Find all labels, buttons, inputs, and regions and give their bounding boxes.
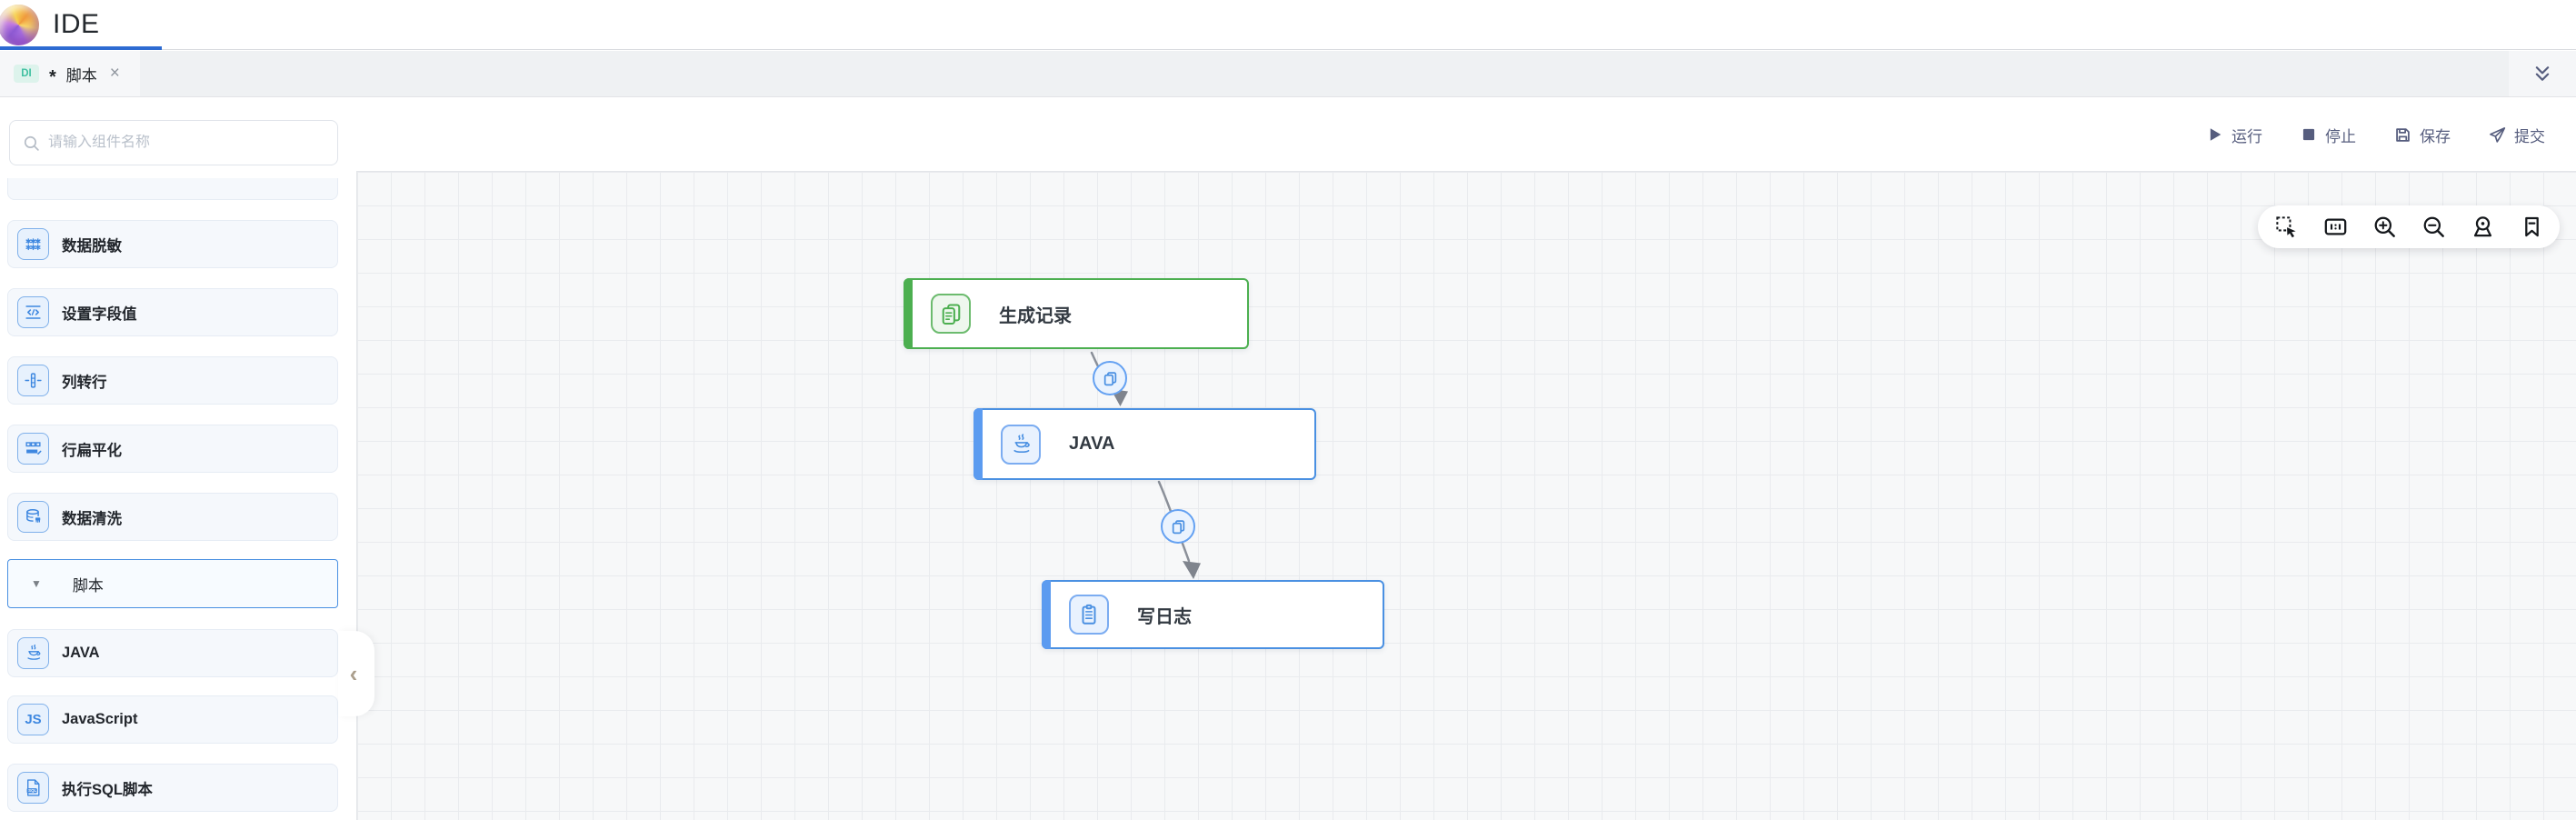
- top-bar: IDE: [0, 0, 2576, 50]
- zoom-reset-1to1-icon: [2324, 218, 2346, 235]
- app-logo-icon: [0, 5, 39, 45]
- submit-label: 提交: [2514, 127, 2545, 145]
- node-label: 写日志: [1137, 606, 1192, 627]
- save-button[interactable]: 保存: [2394, 124, 2451, 146]
- list-item-set-field-value[interactable]: 设置字段值: [7, 288, 338, 336]
- caret-down-icon: ▼: [31, 577, 42, 590]
- zoom-reset-button[interactable]: [2322, 215, 2348, 240]
- zoom-out-button[interactable]: [2421, 215, 2446, 240]
- submit-button[interactable]: 提交: [2489, 124, 2545, 146]
- bookmark-button[interactable]: [2519, 215, 2544, 240]
- tab-dirty-marker: *: [49, 67, 56, 87]
- copy-icon: [1103, 371, 1116, 385]
- list-item-label: 设置字段值: [62, 305, 137, 323]
- sql-file-icon: SQL: [17, 772, 49, 804]
- list-item-label: 数据脱敏: [62, 237, 122, 255]
- node-accent-bar: [973, 408, 983, 480]
- list-item-partial[interactable]: [7, 178, 338, 200]
- run-button[interactable]: 运行: [2207, 124, 2262, 146]
- app-title: IDE: [53, 9, 100, 39]
- stop-icon: [2302, 128, 2315, 141]
- save-icon: [2396, 127, 2410, 142]
- log-document-icon: [1069, 595, 1109, 635]
- stop-label: 停止: [2325, 127, 2356, 145]
- tab-strip: DI * 脚本 ×: [0, 51, 2576, 97]
- arrowhead-icon: [1183, 561, 1201, 579]
- js-icon-text: JS: [25, 712, 42, 727]
- run-actions: 运行 停止 保存 提交: [2207, 119, 2545, 150]
- flow-node-generate-records[interactable]: 生成记录: [904, 278, 1249, 349]
- tab-title: 脚本: [65, 66, 97, 85]
- flow-node-write-log[interactable]: 写日志: [1042, 580, 1384, 649]
- java-cup-icon: [1001, 424, 1041, 465]
- component-search-input[interactable]: [48, 135, 324, 151]
- component-list: 数据脱敏 设置字段值 列转行: [0, 178, 356, 820]
- collapse-sidebar-handle[interactable]: ‹: [338, 631, 374, 716]
- node-label: JAVA: [1069, 434, 1115, 454]
- toolbar-band: 运行 停止 保存 提交: [0, 98, 2576, 171]
- list-item-java[interactable]: JAVA: [7, 629, 338, 677]
- tab-type-badge: DI: [14, 65, 39, 83]
- tab-script[interactable]: DI * 脚本 ×: [0, 51, 140, 96]
- node-accent-bar: [1042, 580, 1051, 649]
- active-tab-underline: [0, 46, 162, 50]
- flow-edges: [1090, 351, 1201, 579]
- double-chevron-down-icon: [2535, 66, 2550, 81]
- edge-badge-copy[interactable]: [1161, 509, 1195, 544]
- list-item-data-clean[interactable]: 数据清洗: [7, 493, 338, 541]
- send-icon: [2490, 126, 2506, 143]
- js-icon: JS: [17, 704, 49, 735]
- list-item-label: 行扁平化: [62, 442, 122, 459]
- list-item-label: JavaScript: [62, 711, 138, 727]
- bookmark-icon: [2524, 216, 2539, 237]
- chevron-left-icon: ‹: [349, 659, 358, 687]
- stop-button[interactable]: 停止: [2301, 124, 2356, 146]
- list-item-execute-sql[interactable]: SQL 执行SQL脚本: [7, 764, 338, 812]
- script-group-header[interactable]: ▼ 脚本: [7, 559, 338, 608]
- play-icon: [2210, 128, 2222, 141]
- flow-node-java[interactable]: JAVA: [973, 408, 1316, 480]
- save-label: 保存: [2420, 127, 2451, 145]
- java-cup-icon: [17, 637, 49, 669]
- run-label: 运行: [2232, 127, 2262, 145]
- marquee-select-icon: [2275, 216, 2296, 238]
- canvas-toolbar: [2258, 205, 2560, 248]
- flow-canvas[interactable]: 生成记录 JAVA: [356, 171, 2576, 820]
- search-icon: [24, 135, 39, 151]
- component-search[interactable]: [9, 120, 338, 165]
- column-to-row-icon: [17, 365, 49, 396]
- list-item-javascript[interactable]: JS JavaScript: [7, 695, 338, 744]
- node-label: 生成记录: [999, 305, 1072, 326]
- copy-document-icon: [931, 294, 971, 334]
- list-item-label: 执行SQL脚本: [62, 781, 153, 798]
- marquee-select-button[interactable]: [2273, 215, 2299, 240]
- list-item-label: 数据清洗: [62, 510, 122, 527]
- zoom-in-button[interactable]: [2371, 215, 2397, 240]
- sql-icon-text: SQL: [28, 788, 36, 793]
- masking-icon: [17, 228, 49, 260]
- edge-badge-copy[interactable]: [1093, 361, 1127, 395]
- node-accent-bar: [904, 278, 913, 349]
- list-item-label: 列转行: [62, 374, 107, 391]
- list-item-row-flatten[interactable]: 行扁平化: [7, 425, 338, 473]
- tabs-overflow-button[interactable]: [2509, 51, 2576, 96]
- data-clean-icon: [17, 501, 49, 533]
- list-item-label: JAVA: [62, 645, 100, 661]
- zoom-out-icon: [2423, 216, 2444, 237]
- zoom-in-icon: [2374, 216, 2395, 237]
- script-group-label: 脚本: [72, 576, 104, 595]
- list-item-data-masking[interactable]: 数据脱敏: [7, 220, 338, 268]
- locate-button[interactable]: [2470, 215, 2495, 240]
- row-flatten-icon: [17, 433, 49, 465]
- set-field-value-icon: [17, 296, 49, 328]
- list-item-column-to-row[interactable]: 列转行: [7, 356, 338, 405]
- copy-icon: [1172, 519, 1184, 534]
- tab-close-icon[interactable]: ×: [109, 64, 120, 83]
- locate-icon: [2473, 216, 2491, 237]
